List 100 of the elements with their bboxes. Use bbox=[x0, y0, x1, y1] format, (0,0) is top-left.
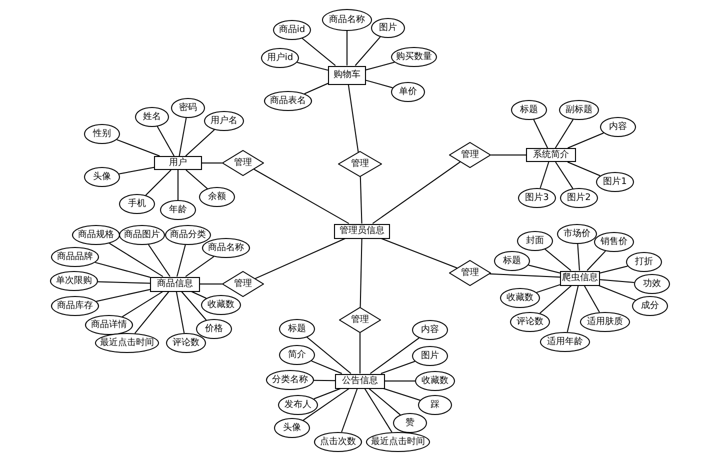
attribute-ellipse: 收藏数 bbox=[500, 288, 540, 308]
attribute-ellipse: 密码 bbox=[171, 98, 205, 118]
connector-line bbox=[360, 238, 362, 308]
connector-line bbox=[372, 161, 461, 224]
attribute-ellipse: 收藏数 bbox=[201, 295, 241, 315]
attribute-ellipse: 评论数 bbox=[510, 312, 550, 332]
connector-line bbox=[96, 289, 150, 302]
connector-line bbox=[566, 285, 579, 333]
attribute-ellipse: 分类名称 bbox=[266, 370, 314, 390]
attribute-ellipse: 商品分类 bbox=[165, 225, 211, 245]
attribute-ellipse: 标题 bbox=[279, 319, 315, 339]
connector-line bbox=[176, 291, 185, 334]
connector-line bbox=[202, 162, 222, 164]
attribute-ellipse: 适用肤质 bbox=[580, 312, 630, 332]
attribute-ellipse: 姓名 bbox=[135, 107, 169, 127]
connector-line bbox=[313, 388, 342, 400]
attribute-ellipse: 适用年龄 bbox=[540, 332, 590, 352]
attribute-ellipse: 内容 bbox=[600, 117, 636, 137]
relationship-diamond: 管理 bbox=[449, 260, 491, 286]
connector-line bbox=[346, 30, 348, 66]
connector-line bbox=[370, 337, 420, 374]
connector-line bbox=[118, 166, 154, 174]
connector-line bbox=[554, 119, 574, 148]
connector-line bbox=[185, 256, 214, 277]
attribute-ellipse: 标题 bbox=[511, 100, 547, 120]
attribute-ellipse: 点击次数 bbox=[314, 432, 362, 452]
connector-line bbox=[567, 132, 604, 148]
connector-line bbox=[148, 244, 170, 277]
attribute-ellipse: 最近点击时间 bbox=[95, 333, 159, 353]
connector-line bbox=[600, 279, 635, 284]
connector-line bbox=[380, 360, 416, 374]
connector-line bbox=[134, 291, 170, 334]
attribute-ellipse: 简介 bbox=[279, 345, 315, 365]
attribute-ellipse: 销售价 bbox=[594, 232, 634, 252]
connector-line bbox=[533, 119, 548, 148]
connector-line bbox=[586, 250, 606, 271]
attribute-ellipse: 图片2 bbox=[560, 188, 598, 208]
attribute-ellipse: 打折 bbox=[626, 252, 662, 272]
attribute-ellipse: 商品库存 bbox=[51, 296, 99, 316]
connector-line bbox=[368, 388, 401, 416]
connector-line bbox=[181, 291, 207, 320]
connector-line bbox=[360, 176, 362, 224]
attribute-ellipse: 年龄 bbox=[160, 200, 196, 220]
connector-line bbox=[567, 162, 601, 176]
attribute-ellipse: 收藏数 bbox=[415, 371, 455, 391]
connector-line bbox=[539, 285, 572, 314]
connector-line bbox=[190, 291, 207, 299]
connector-line bbox=[382, 388, 421, 401]
relationship-diamond: 管理 bbox=[449, 142, 491, 168]
attribute-ellipse: 图片 bbox=[412, 346, 448, 366]
entity-box: 爬虫信息 bbox=[560, 270, 600, 286]
attribute-ellipse: 单次限购 bbox=[50, 271, 98, 291]
attribute-ellipse: 副标题 bbox=[559, 100, 599, 120]
connector-line bbox=[97, 281, 150, 284]
connector-line bbox=[156, 126, 175, 156]
attribute-ellipse: 用户id bbox=[261, 48, 299, 68]
attribute-ellipse: 性别 bbox=[84, 124, 120, 144]
attribute-ellipse: 市场价 bbox=[557, 224, 597, 244]
connector-line bbox=[186, 170, 208, 190]
attribute-ellipse: 商品名称 bbox=[202, 238, 250, 258]
attribute-ellipse: 图片 bbox=[371, 18, 405, 38]
entity-box: 购物车 bbox=[328, 66, 366, 84]
attribute-ellipse: 商品图片 bbox=[119, 225, 165, 245]
attribute-ellipse: 手机 bbox=[119, 194, 155, 214]
connector-line bbox=[489, 273, 560, 278]
connector-line bbox=[600, 266, 628, 274]
attribute-ellipse: 评论数 bbox=[166, 333, 206, 353]
attribute-ellipse: 封面 bbox=[517, 231, 553, 251]
connector-line bbox=[528, 264, 560, 274]
attribute-ellipse: 商品详情 bbox=[85, 315, 133, 335]
connector-line bbox=[302, 388, 350, 421]
attribute-ellipse: 功效 bbox=[634, 274, 670, 294]
relationship-diamond: 管理 bbox=[338, 151, 382, 177]
connector-line bbox=[122, 291, 164, 318]
connector-line bbox=[366, 62, 395, 70]
attribute-ellipse: 赞 bbox=[393, 413, 427, 433]
relationship-diamond: 管理 bbox=[222, 271, 264, 297]
connector-line bbox=[536, 284, 560, 293]
connector-line bbox=[94, 262, 150, 278]
attribute-ellipse: 商品规格 bbox=[72, 225, 120, 245]
connector-line bbox=[302, 38, 336, 66]
entity-box: 商品信息 bbox=[150, 276, 200, 292]
entity-box: 用户 bbox=[154, 156, 202, 170]
connector-line bbox=[598, 285, 636, 301]
attribute-ellipse: 头像 bbox=[274, 418, 310, 438]
attribute-ellipse: 头像 bbox=[84, 167, 120, 187]
connector-line bbox=[366, 80, 394, 88]
connector-line bbox=[354, 36, 381, 66]
attribute-ellipse: 商品名称 bbox=[322, 9, 372, 31]
connector-line bbox=[364, 388, 392, 433]
attribute-ellipse: 用户名 bbox=[204, 111, 244, 131]
connector-line bbox=[384, 380, 416, 382]
connector-line bbox=[584, 285, 600, 313]
attribute-ellipse: 成分 bbox=[632, 296, 668, 316]
attribute-ellipse: 商品id bbox=[273, 20, 311, 40]
relationship-diamond: 管理 bbox=[339, 307, 381, 333]
connector-line bbox=[145, 170, 172, 196]
connector-line bbox=[544, 248, 572, 271]
connector-line bbox=[185, 129, 215, 156]
entity-box: 管理员信息 bbox=[334, 224, 390, 238]
